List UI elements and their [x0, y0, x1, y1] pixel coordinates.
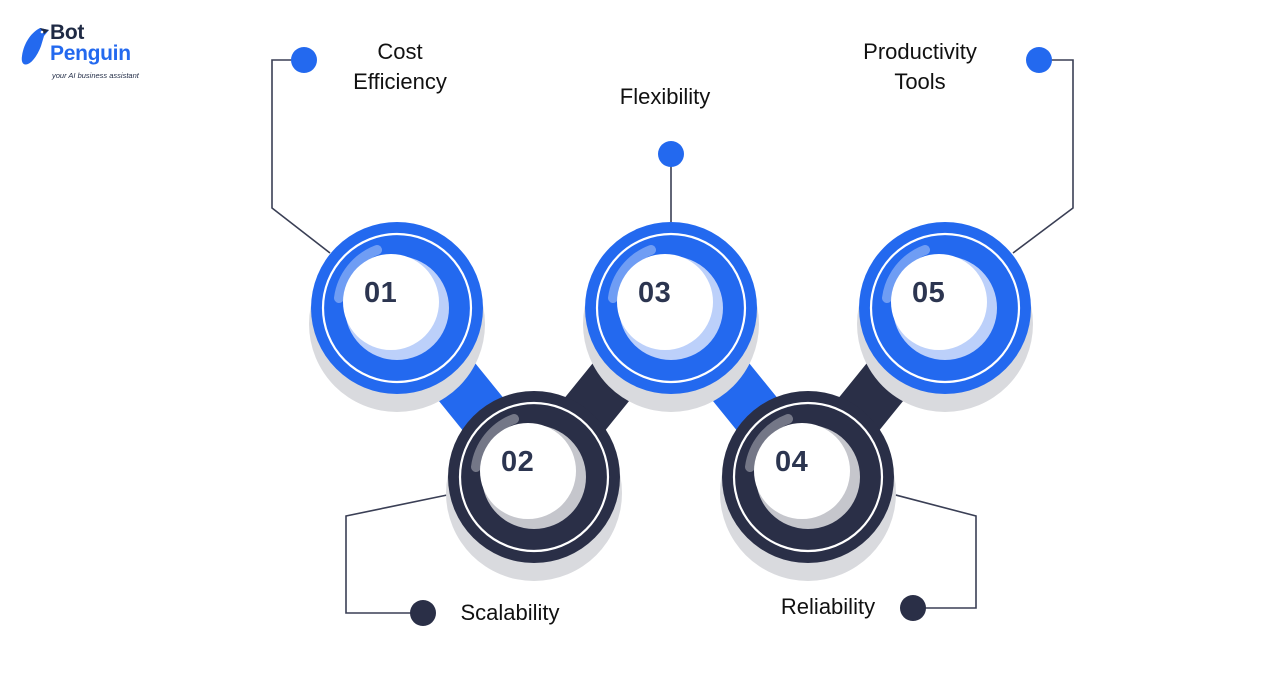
node-inner [891, 254, 987, 350]
step-label-line: Tools [894, 69, 946, 94]
step-label-04: Reliability [768, 592, 888, 622]
step-label-line: Efficiency [353, 69, 447, 94]
brand-name-line1: Bot [50, 21, 85, 44]
step-label-line: Reliability [780, 594, 876, 619]
step-label-03: Flexibility [604, 82, 726, 112]
brand-tagline: your AI business assistant [52, 71, 139, 80]
node-inner [480, 423, 576, 519]
step-number-03: 03 [638, 277, 672, 309]
step-node-05 [857, 222, 1033, 412]
step-label-line: Productivity [863, 39, 977, 64]
leader-dot-2 [410, 600, 436, 626]
brand-logo: Bot Penguin your AI business assistant [18, 22, 148, 86]
node-ring-line [732, 401, 884, 553]
node-highlight [745, 414, 793, 472]
step-number-04: 04 [775, 446, 809, 478]
step-node-03 [583, 222, 759, 412]
leader-dot-1 [291, 47, 317, 73]
node-inner [754, 423, 850, 519]
leader-dot-3 [658, 141, 684, 167]
step-number-05: 05 [912, 277, 946, 309]
step-node-02 [446, 391, 622, 581]
step-number-01: 01 [364, 277, 398, 309]
step-node-04 [720, 391, 896, 581]
leader-line-2 [345, 493, 453, 614]
leader-line-5 [1012, 59, 1074, 254]
brand-name-line2: Penguin [50, 42, 131, 65]
step-label-line: Cost [377, 39, 423, 64]
step-label-line: Scalability [460, 600, 560, 625]
step-label-02: Scalability [448, 598, 572, 628]
node-inner [343, 254, 439, 350]
node-ring-line [321, 232, 473, 384]
node-highlight [334, 245, 382, 303]
node-ring-line [458, 401, 610, 553]
node-ring-line [869, 232, 1021, 384]
penguin-logo-icon [21, 28, 49, 65]
step-number-02: 02 [501, 446, 535, 478]
leader-dot-4 [900, 595, 926, 621]
node-ring-line [595, 232, 747, 384]
brand-name: Bot Penguin [50, 22, 131, 64]
node-highlight [471, 414, 519, 472]
leader-line-4 [887, 492, 977, 609]
step-label-line: Flexibility [619, 84, 711, 109]
node-highlight [608, 245, 656, 303]
step-node-01 [309, 222, 485, 412]
leader-line-1 [271, 59, 331, 254]
leader-dot-5 [1026, 47, 1052, 73]
node-highlight [882, 245, 930, 303]
node-inner [617, 254, 713, 350]
